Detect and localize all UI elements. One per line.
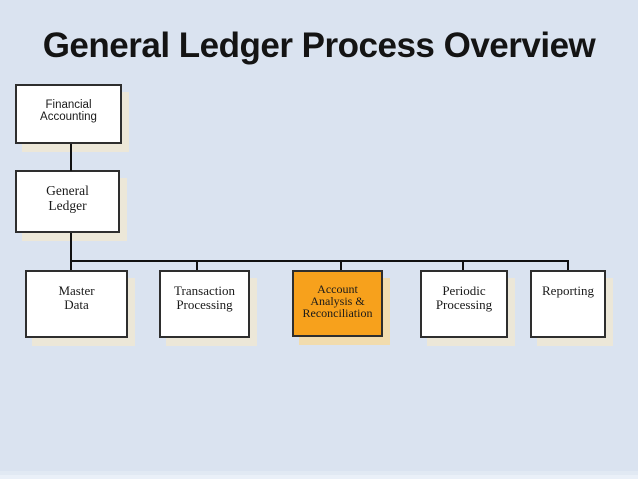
node-label-line: Processing [435,297,493,312]
node-label-line: Transaction [174,283,235,298]
connector-drop-periodic [462,260,464,271]
node-label-line: Ledger [48,198,87,213]
slide-bottom-edge [0,471,638,475]
node-label-line: Periodic [442,283,486,298]
connector-ledger-to-branch [70,233,72,271]
connector-branch-horizontal [70,260,569,262]
connector-drop-account [340,260,342,271]
node-label-line: Financial [45,99,92,111]
node-periodic-processing: Periodic Processing [420,270,508,338]
connector-drop-reporting [567,260,569,271]
node-label-line: Reporting [542,283,594,298]
node-reporting: Reporting [530,270,606,338]
node-general-ledger: General Ledger [15,170,120,233]
node-label-line: Data [64,297,89,312]
connector-financial-to-ledger [70,144,72,171]
connector-drop-transaction [196,260,198,271]
node-transaction-processing: Transaction Processing [159,270,250,338]
node-label-line: Reconciliation [302,306,373,320]
slide-bottom-edge-light [0,475,638,479]
node-label-line: Analysis & [310,294,365,308]
node-label-line: Account [317,282,358,296]
node-master-data: Master Data [25,270,128,338]
node-account-analysis-reconciliation-highlighted: Account Analysis & Reconciliation [292,270,383,337]
node-label-line: Processing [176,297,233,312]
node-label-line: Master [58,283,95,298]
node-financial-accounting: Financial Accounting [15,84,122,144]
node-label-line: Accounting [40,111,97,123]
node-label-line: General [46,183,89,198]
page-title: General Ledger Process Overview [42,26,596,65]
